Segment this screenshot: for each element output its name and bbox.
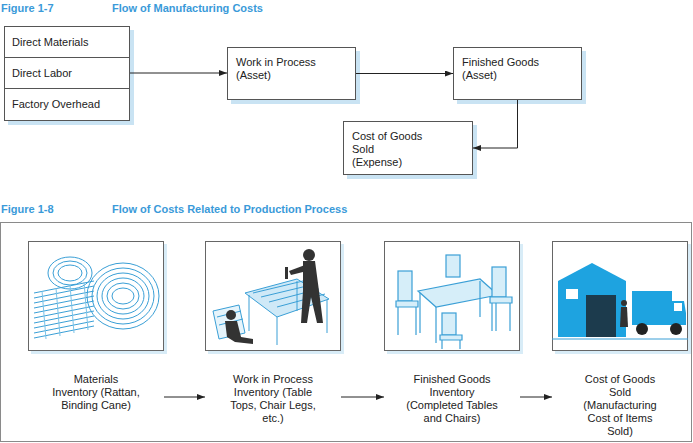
box-text: Factory Overhead: [12, 98, 122, 111]
caption-text: Materials Inventory (Rattan, Binding Can…: [52, 373, 140, 412]
rattan-illustration: [28, 241, 164, 351]
flow-arrow: [130, 73, 227, 74]
flow-arrow: [341, 397, 384, 398]
flow-arrow: [356, 73, 453, 74]
cost-input-box: Direct Labor: [4, 57, 130, 89]
caption-text: Cost of Goods Sold (Manufacturing Cost o…: [578, 373, 663, 438]
box-text: Work in Process (Asset): [236, 56, 336, 82]
shipping-illustration: [552, 241, 688, 351]
stage-caption: Finished Goods Inventory (Completed Tabl…: [384, 373, 520, 425]
furniture-illustration: [384, 241, 520, 351]
stage-caption: Cost of Goods Sold (Manufacturing Cost o…: [552, 373, 688, 438]
inventory-stage: Work in Process Inventory (Table Tops, C…: [205, 241, 341, 440]
stage-caption: Materials Inventory (Rattan, Binding Can…: [28, 373, 164, 412]
account-box: Finished Goods (Asset): [453, 47, 582, 100]
flow-arrow: [520, 397, 552, 398]
box-text: Finished Goods (Asset): [462, 56, 557, 82]
figure-number: Figure 1-8: [1, 203, 54, 215]
workers-illustration: [205, 241, 341, 351]
flow-arrow: [164, 397, 205, 398]
stage-caption: Work in Process Inventory (Table Tops, C…: [205, 373, 341, 425]
box-text: Direct Labor: [12, 67, 122, 80]
caption-text: Finished Goods Inventory (Completed Tabl…: [402, 373, 502, 425]
figure-number: Figure 1-7: [1, 2, 54, 14]
inventory-stage: Cost of Goods Sold (Manufacturing Cost o…: [552, 241, 688, 440]
caption-text: Work in Process Inventory (Table Tops, C…: [227, 373, 319, 425]
flow-arrow: [473, 100, 518, 148]
account-box: Cost of Goods Sold (Expense): [343, 121, 473, 175]
box-text: Cost of Goods Sold (Expense): [352, 130, 424, 169]
cost-input-box: Direct Materials: [4, 26, 130, 58]
account-box: Work in Process (Asset): [227, 47, 356, 100]
figure-title: Flow of Costs Related to Production Proc…: [112, 203, 347, 215]
box-text: Direct Materials: [12, 36, 122, 49]
figure-title: Flow of Manufacturing Costs: [112, 2, 263, 14]
cost-input-box: Factory Overhead: [4, 88, 130, 121]
